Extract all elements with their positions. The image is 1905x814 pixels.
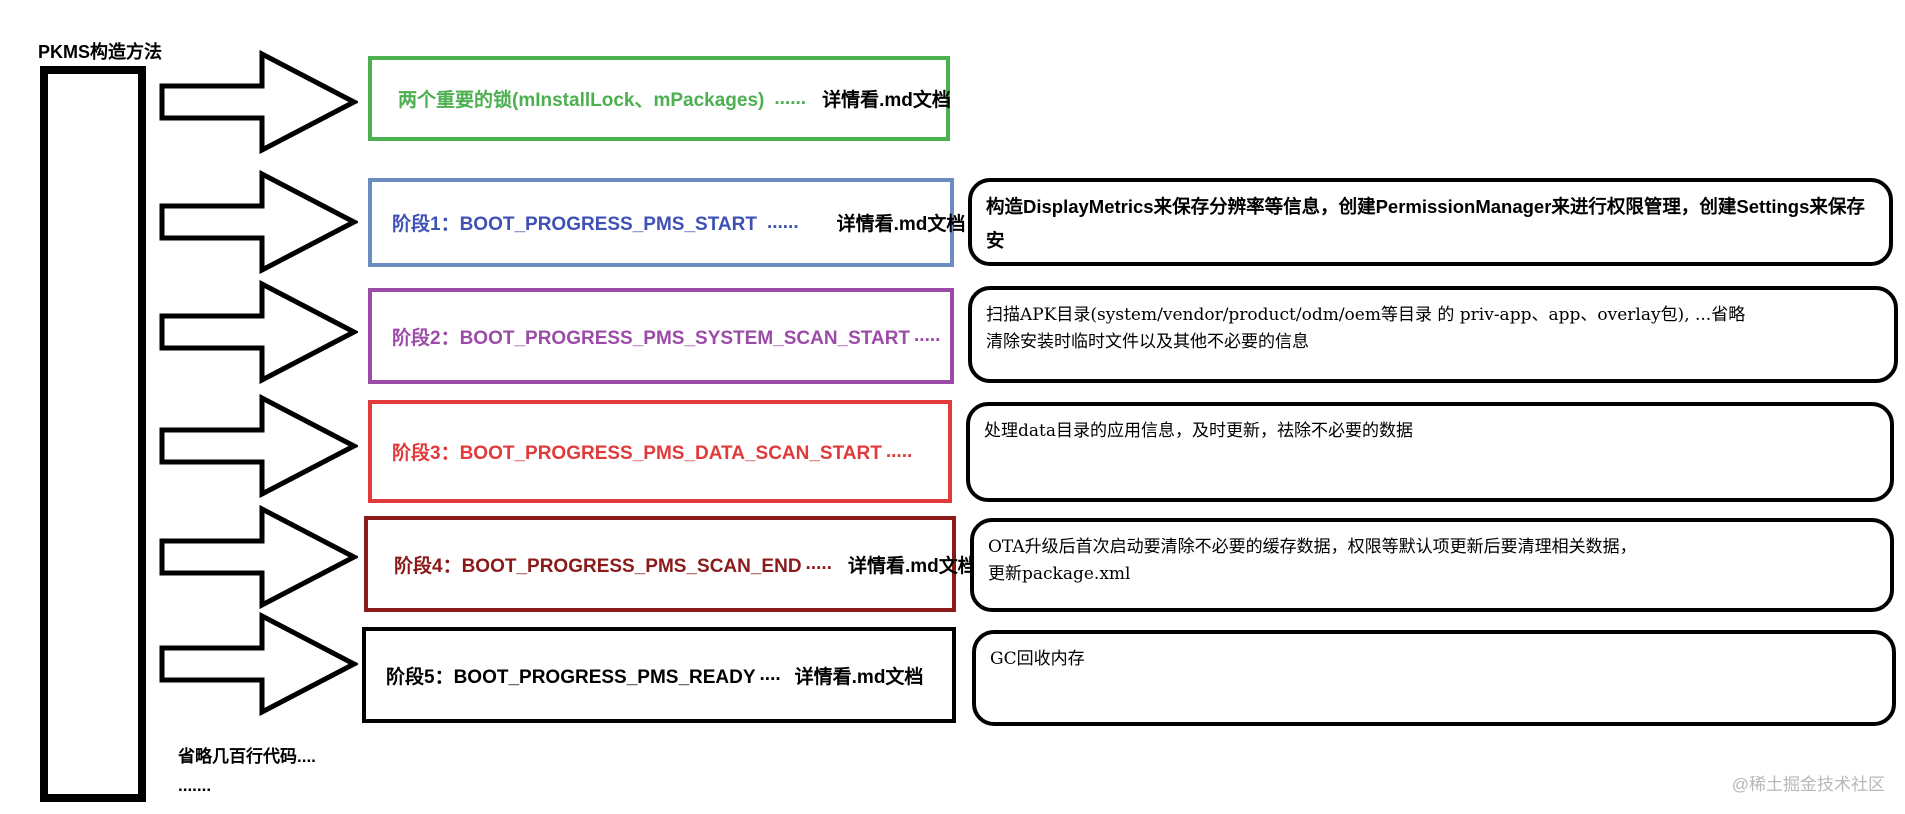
stage-2-description-line-1: 扫描APK目录(system/vendor/product/odm/oem等目录… — [986, 305, 1746, 325]
stage-locks-box: 两个重要的锁(mInstallLock、mPackages) ...... 详情… — [368, 56, 951, 141]
arrow-4-icon — [159, 394, 358, 498]
stage-5-box: 阶段5：BOOT_PROGRESS_PMS_READY .... 详情看.md文… — [362, 627, 956, 723]
stage-4-description-line-2: 更新package.xml — [988, 564, 1131, 584]
stage-5-label: 阶段5：BOOT_PROGRESS_PMS_READY — [386, 666, 756, 688]
stage-3-description: 处理data目录的应用信息，及时更新，祛除不必要的数据 — [966, 402, 1894, 502]
stage-2-box: 阶段2：BOOT_PROGRESS_PMS_SYSTEM_SCAN_START … — [368, 288, 954, 384]
stage-2-description: 扫描APK目录(system/vendor/product/odm/oem等目录… — [968, 286, 1898, 383]
stage-4-description-line-1: OTA升级后首次启动要清除不必要的缓存数据，权限等默认项更新后要清理相关数据， — [988, 537, 1637, 557]
diagram-title: PKMS构造方法 — [38, 42, 163, 62]
stage-3-box: 阶段3：BOOT_PROGRESS_PMS_DATA_SCAN_START ..… — [368, 400, 952, 503]
stage-5-description: GC回收内存 — [972, 630, 1896, 726]
stage-locks-label: 两个重要的锁(mInstallLock、mPackages) — [398, 90, 765, 111]
stage-1-label: 阶段1：BOOT_PROGRESS_PMS_START — [392, 214, 757, 235]
arrow-6-icon — [159, 612, 358, 716]
arrow-3-icon — [159, 280, 358, 384]
stage-5-description-line-1: GC回收内存 — [990, 649, 1085, 669]
stage-1-box: 阶段1：BOOT_PROGRESS_PMS_START ...... 详情看.m… — [368, 178, 965, 267]
stage-4-description: OTA升级后首次启动要清除不必要的缓存数据，权限等默认项更新后要清理相关数据， … — [970, 518, 1894, 612]
stage-1-detail: 详情看.md文档 — [836, 214, 966, 235]
stage-5-dots: .... — [759, 664, 781, 685]
stage-1-description: 构造DisplayMetrics来保存分辨率等信息，创建PermissionMa… — [968, 178, 1893, 266]
stage-3-label: 阶段3：BOOT_PROGRESS_PMS_DATA_SCAN_START — [392, 443, 882, 464]
stage-3-description-line-1: 处理data目录的应用信息，及时更新，祛除不必要的数据 — [984, 421, 1413, 441]
arrow-2-icon — [159, 170, 358, 274]
watermark: @稀土掘金技术社区 — [1731, 775, 1885, 794]
stage-4-detail: 详情看.md文档 — [847, 555, 977, 577]
stage-1-description-line-1: 构造DisplayMetrics来保存分辨率等信息，创建PermissionMa… — [986, 196, 1865, 251]
stage-1-description-line-2: 装包信息(例如:/data/system/目录下packages.xml/pac… — [986, 258, 1879, 262]
stage-4-box: 阶段4：BOOT_PROGRESS_PMS_SCAN_END ..... 详情看… — [364, 516, 977, 612]
omitted-code-dots: ....... — [178, 776, 212, 795]
stage-2-dots: ..... — [914, 325, 941, 346]
arrow-1-icon — [159, 50, 358, 154]
stage-locks-dots: ...... — [774, 87, 807, 109]
stage-1-dots: ...... — [766, 211, 799, 233]
stage-2-label: 阶段2：BOOT_PROGRESS_PMS_SYSTEM_SCAN_START — [392, 327, 911, 349]
stage-4-dots: ..... — [805, 553, 832, 574]
omitted-code-note: 省略几百行代码.... — [178, 747, 316, 766]
pkms-constructor-bar — [40, 66, 146, 802]
stage-locks-detail: 详情看.md文档 — [822, 90, 951, 111]
stage-4-label: 阶段4：BOOT_PROGRESS_PMS_SCAN_END — [394, 555, 802, 577]
stage-2-description-line-2: 清除安装时临时文件以及其他不必要的信息 — [986, 332, 1309, 352]
stage-3-dots: ..... — [885, 440, 913, 462]
arrow-5-icon — [159, 505, 358, 609]
stage-5-detail: 详情看.md文档 — [794, 666, 924, 688]
